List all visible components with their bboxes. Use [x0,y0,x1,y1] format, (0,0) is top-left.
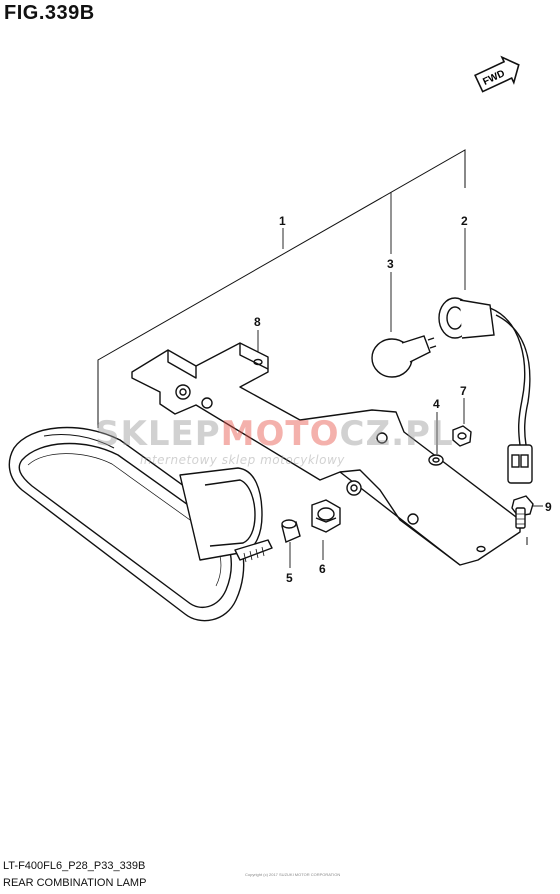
callout-9: 9 [545,500,552,514]
callout-1: 1 [279,214,286,228]
callout-4: 4 [433,397,440,411]
assembly-outline [97,149,528,545]
callout-labels: 1 2 3 4 5 6 7 8 9 [254,214,552,585]
bulb [371,335,437,378]
watermark: SKLEPMOTOCZ.PL internetowy sklep motocyk… [95,414,454,467]
watermark-brand-1: SKLEP [95,414,221,454]
figure-code: LT-F400FL6_P28_P33_339B [3,860,146,872]
leader-lines [257,192,543,568]
watermark-brand-2: MOTO [221,414,340,454]
nut [452,425,472,447]
fwd-arrow-badge: FWD [474,55,520,93]
collar [281,519,301,543]
ring-nut [311,499,341,533]
fine-print: Copyright (c) 2017 SUZUKI MOTOR CORPORAT… [245,872,341,877]
lamp-housing [8,426,273,622]
watermark-brand-3: CZ [340,414,392,454]
figure-title: FIG.339B [4,2,95,24]
callout-3: 3 [387,257,394,271]
washer [428,454,444,466]
callout-8: 8 [254,315,261,329]
callout-2: 2 [461,214,468,228]
callout-7: 7 [460,384,467,398]
bolt [511,495,534,529]
watermark-tagline: internetowy sklep motocyklowy [140,453,345,467]
callout-5: 5 [286,571,293,585]
callout-6: 6 [319,562,326,576]
socket-harness [438,297,533,484]
mounting-bracket [131,342,521,566]
svg-text:SKLEPMOTOCZ.PL: SKLEPMOTOCZ.PL [95,414,454,454]
watermark-brand-tld: .PL [391,414,454,454]
figure-name: REAR COMBINATION LAMP [3,877,147,889]
